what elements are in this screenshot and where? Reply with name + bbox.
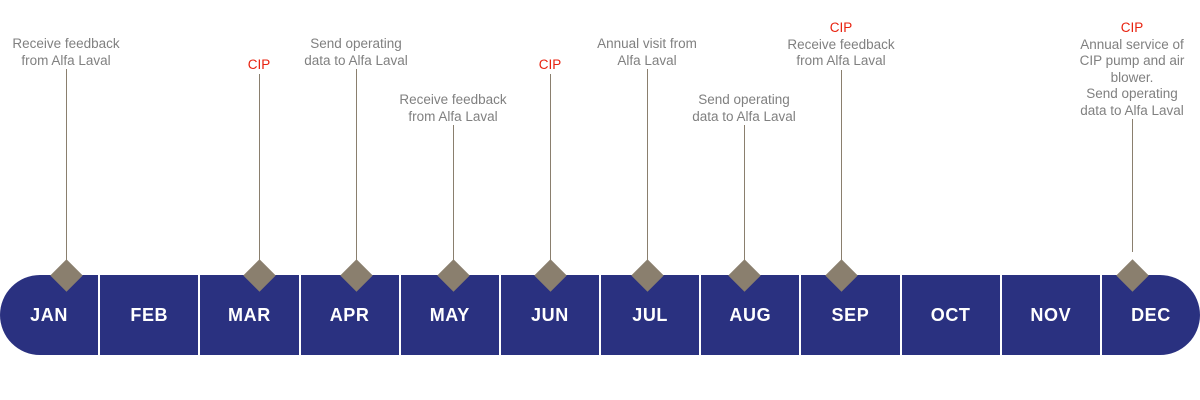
month-label: JUL [632,304,669,325]
month-cell-sep[interactable]: SEP [799,275,899,355]
month-label: MAY [429,304,470,325]
annotation-may: Receive feedback from Alfa Laval [348,92,558,269]
annotation-stem [840,69,842,269]
annotation-text: Send operating data to Alfa Laval [692,92,796,124]
annotation-stem [355,69,357,269]
annotation-stem [1131,119,1133,252]
cip-badge: CIP [1120,20,1144,35]
month-cell-oct[interactable]: OCT [899,275,1000,355]
annotation-stem [452,125,454,269]
month-cell-jul[interactable]: JUL [599,275,699,355]
cip-badge: CIP [538,57,562,72]
cip-badge: CIP [829,20,853,35]
annotation-stem [258,73,260,270]
annotation-jan: Receive feedback from Alfa Laval [0,36,171,269]
month-cell-jan[interactable]: JAN [0,275,98,355]
annotation-stem [65,69,67,269]
month-label: SEP [831,304,870,325]
month-label: APR [329,304,370,325]
month-cell-dec[interactable]: DEC [1099,275,1200,355]
annotation-text: Send operating data to Alfa Laval [304,36,408,68]
month-cell-aug[interactable]: AUG [699,275,799,355]
month-label: MAR [228,304,271,325]
annotation-text: Annual service of CIP pump and air blowe… [1079,36,1185,118]
annotation-text: Receive feedback from Alfa Laval [12,36,120,68]
month-cell-jun[interactable]: JUN [498,275,599,355]
annotation-text: Annual visit from Alfa Laval [597,36,697,68]
month-label: JAN [30,304,68,325]
annotation-stem [646,69,648,269]
annotation-apr: Send operating data to Alfa Laval [251,36,461,269]
month-cell-apr[interactable]: APR [298,275,399,355]
month-label: DEC [1131,304,1171,325]
month-cell-may[interactable]: MAY [398,275,499,355]
annotation-text: Receive feedback from Alfa Laval [399,92,507,124]
month-cell-feb[interactable]: FEB [98,275,198,355]
month-label: OCT [930,304,971,325]
annotation-jul: Annual visit from Alfa Laval [542,36,752,269]
annotation-text: Receive feedback from Alfa Laval [787,36,895,69]
annotation-jun: CIP [445,57,655,270]
month-cell-nov[interactable]: NOV [999,275,1100,355]
month-label: FEB [130,304,169,325]
month-label: NOV [1030,304,1072,325]
annotation-aug: Send operating data to Alfa Laval [639,92,849,269]
annotation-mar: CIP [154,57,364,270]
month-cell-mar[interactable]: MAR [198,275,298,355]
annotation-stem [743,125,745,269]
cip-badge: CIP [247,57,271,72]
month-label: JUN [531,304,569,325]
month-bar: JAN FEB MAR APR MAY JUN JUL AUG SEP OCT NOV DEC [0,275,1200,355]
month-label: AUG [729,304,772,325]
annotation-stem [549,73,551,270]
